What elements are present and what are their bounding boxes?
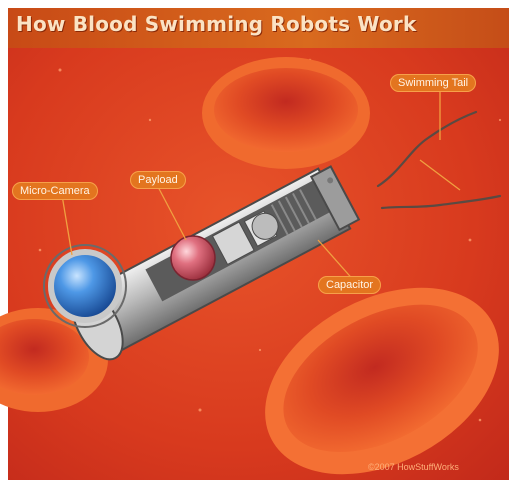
swimming-tail-label: Swimming Tail <box>390 74 476 92</box>
payload-label: Payload <box>130 171 186 189</box>
copyright-text: ©2007 HowStuffWorks <box>368 462 459 472</box>
red-blood-cell-top <box>202 57 370 169</box>
micro-camera-label: Micro-Camera <box>12 182 98 200</box>
diagram-title: How Blood Swimming Robots Work <box>16 12 416 36</box>
payload-sphere <box>171 236 215 280</box>
camera-lens <box>51 252 119 320</box>
capacitor-label: Capacitor <box>318 276 381 294</box>
